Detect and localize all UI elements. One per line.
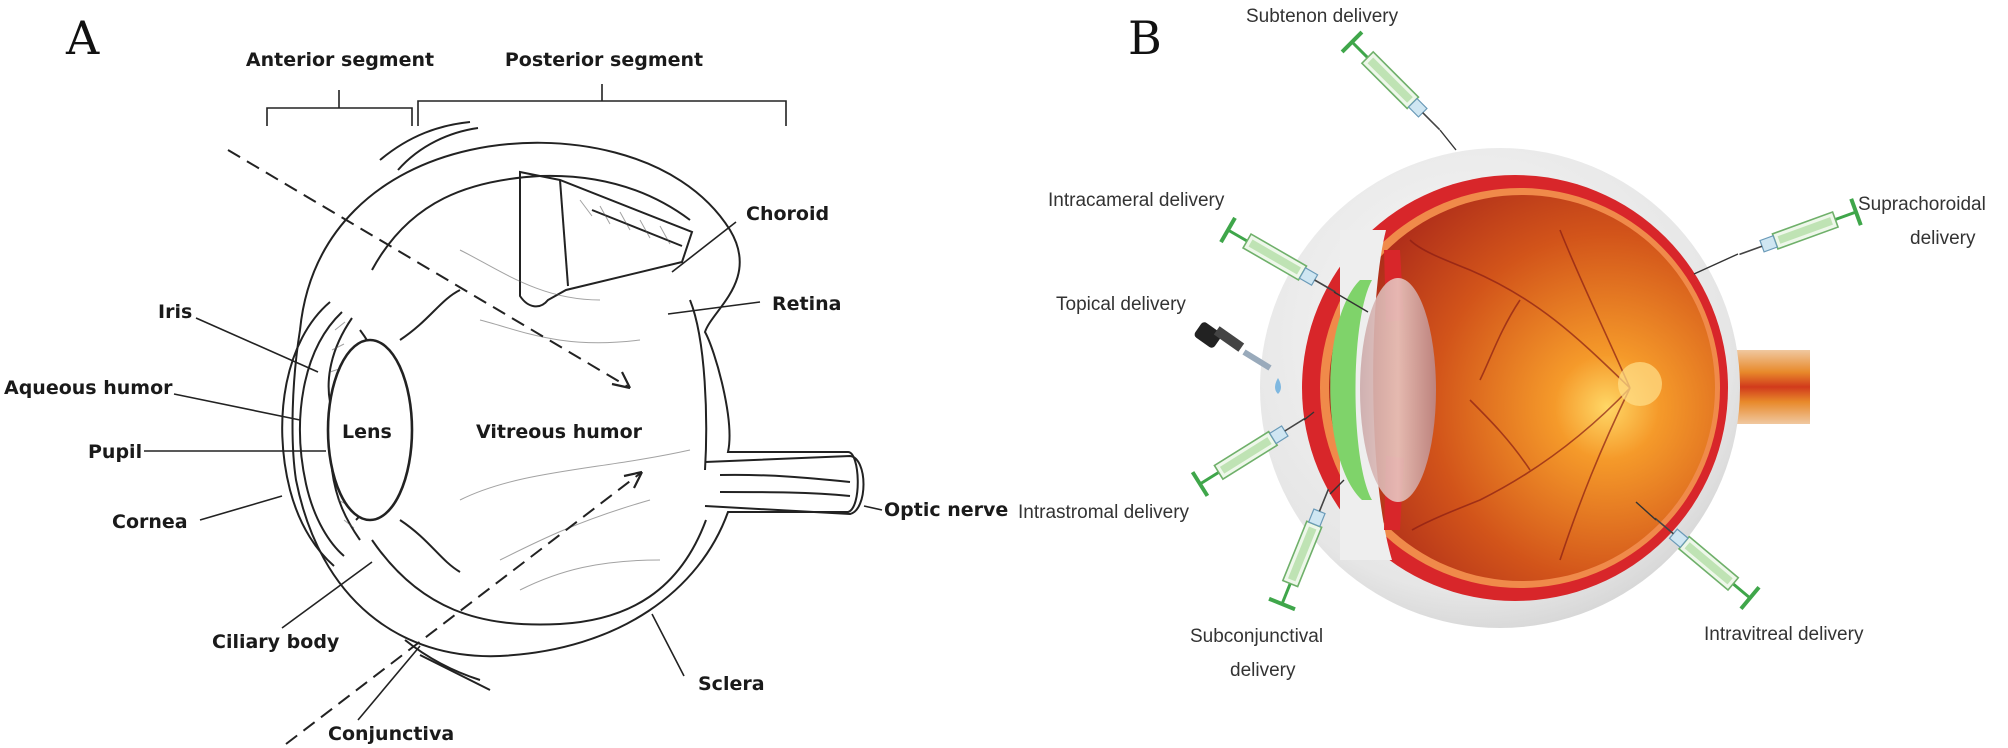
panel-b: B (1018, 6, 1986, 681)
label-suprachoroidal-1: Suprachoroidal (1858, 194, 1986, 215)
panel-a-letter: A (65, 11, 100, 65)
label-conjunctiva: Conjunctiva (328, 723, 454, 745)
label-subtenon: Subtenon delivery (1246, 6, 1399, 27)
intravitreal-needle (1635, 501, 1657, 521)
lens-shape-b (1360, 278, 1436, 502)
intracameral-needle (1333, 291, 1369, 313)
syringe-suprachoroidal (1732, 196, 1863, 270)
label-choroid: Choroid (746, 203, 829, 225)
choroid-leader (671, 221, 737, 273)
optic-nerve-leader (863, 505, 883, 511)
label-ciliary-body: Ciliary body (212, 631, 340, 653)
dashed-arrow-bottom (285, 470, 643, 745)
label-suprachoroidal-2: delivery (1910, 228, 1976, 249)
label-subconjunctival-1: Subconjunctival (1190, 626, 1323, 647)
eye-dropper-icon (1194, 322, 1281, 394)
intrastromal-needle (1303, 411, 1315, 421)
retinal-vessels (1409, 229, 1631, 561)
sclera-leader (651, 613, 685, 677)
label-aqueous-humor: Aqueous humor (4, 377, 173, 399)
posterior-bracket (417, 84, 787, 126)
conjunctiva-leader (357, 645, 421, 721)
lens-shape (326, 338, 414, 522)
label-retina: Retina (772, 293, 841, 315)
label-vitreous-humor: Vitreous humor (476, 421, 643, 443)
anterior-bracket (266, 90, 413, 126)
cornea-shape (1330, 280, 1372, 500)
label-topical: Topical delivery (1056, 294, 1186, 315)
retina-leader (667, 301, 761, 315)
fundus-shape (1329, 195, 1715, 581)
label-cornea: Cornea (112, 511, 188, 533)
suprachoroidal-needle (1693, 253, 1739, 275)
subconjunctival-needle (1329, 479, 1345, 495)
iris-leader (195, 317, 319, 373)
label-lens: Lens (342, 421, 392, 443)
ciliary-leader (281, 561, 373, 629)
dashed-arrow-top (227, 149, 631, 390)
label-iris: Iris (158, 301, 192, 323)
syringe-subtenon (1342, 32, 1449, 139)
posterior-segment-label: Posterior segment (505, 49, 703, 71)
label-subconjunctival-2: delivery (1230, 660, 1296, 681)
label-intrastromal: Intrastromal delivery (1018, 502, 1190, 523)
label-pupil: Pupil (88, 441, 142, 463)
anterior-segment-label: Anterior segment (246, 49, 434, 71)
subtenon-needle (1439, 129, 1457, 151)
label-optic-nerve: Optic nerve (884, 499, 1008, 521)
label-intravitreal: Intravitreal delivery (1704, 624, 1864, 645)
panel-b-letter: B (1128, 11, 1162, 65)
label-sclera: Sclera (698, 673, 765, 695)
cornea-leader (199, 495, 283, 521)
label-intracameral: Intracameral delivery (1048, 190, 1225, 211)
eye-cross-section (281, 121, 865, 691)
panel-a: A Anterior segment Posterior segment (4, 11, 1008, 745)
aqueous-leader (173, 393, 301, 421)
